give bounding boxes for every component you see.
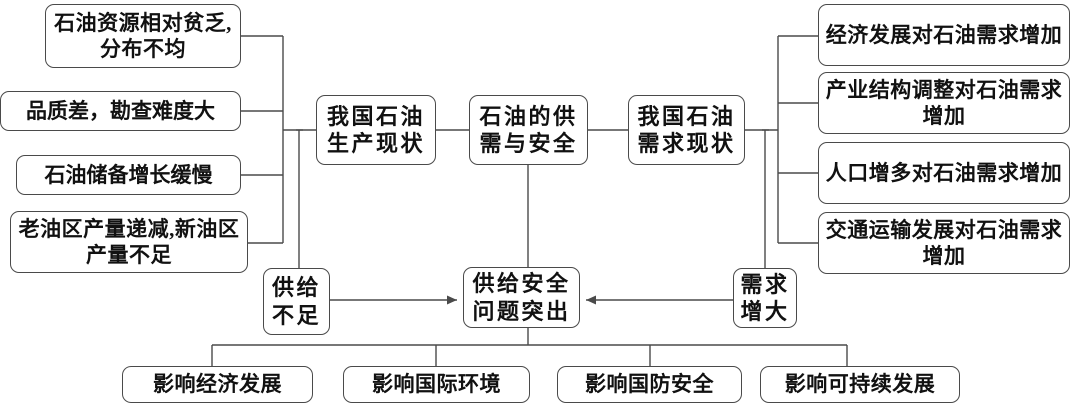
impact-4-box[interactable]: 影响可持续发展 [760, 366, 960, 403]
impact-1-label: 影响经济发展 [153, 372, 282, 397]
demand-status-box[interactable]: 我国石油需求现状 [628, 95, 745, 165]
supply-cause-3-label: 石油储备增长缓慢 [44, 162, 213, 187]
impact-1-box[interactable]: 影响经济发展 [122, 366, 313, 403]
demand-cause-3-box[interactable]: 人口增多对石油需求增加 [818, 142, 1070, 204]
demand-growth-label: 需求增大 [740, 271, 790, 324]
impact-2-box[interactable]: 影响国际环境 [343, 366, 530, 403]
demand-growth-box[interactable]: 需求增大 [733, 268, 797, 328]
supply-cause-4-box[interactable]: 老油区产量递减,新油区产量不足 [10, 211, 248, 273]
supply-cause-3-box[interactable]: 石油储备增长缓慢 [16, 155, 241, 195]
demand-status-label: 我国石油需求现状 [637, 103, 736, 156]
impact-2-label: 影响国际环境 [372, 372, 501, 397]
impact-3-label: 影响国防安全 [585, 372, 714, 397]
core-problem-box[interactable]: 供给安全问题突出 [463, 267, 580, 328]
supply-cause-2-label: 品质差，勘查难度大 [26, 98, 215, 123]
demand-cause-2-label: 产业结构调整对石油需求增加 [825, 77, 1063, 128]
demand-cause-4-label: 交通运输发展对石油需求增加 [825, 217, 1063, 268]
demand-cause-3-label: 人口增多对石油需求增加 [825, 160, 1063, 185]
supply-cause-2-box[interactable]: 品质差，勘查难度大 [0, 91, 241, 131]
production-status-box[interactable]: 我国石油生产现状 [316, 95, 436, 165]
supply-shortage-box[interactable]: 供给不足 [263, 268, 330, 335]
demand-cause-2-box[interactable]: 产业结构调整对石油需求增加 [818, 72, 1070, 134]
supply-cause-4-label: 老油区产量递减,新油区产量不足 [18, 216, 240, 267]
supply-cause-1-box[interactable]: 石油资源相对贫乏,分布不均 [45, 4, 241, 68]
demand-cause-1-label: 经济发展对石油需求增加 [825, 22, 1063, 47]
demand-cause-4-box[interactable]: 交通运输发展对石油需求增加 [818, 212, 1070, 274]
production-status-label: 我国石油生产现状 [326, 103, 425, 156]
center-topic-box[interactable]: 石油的供需与安全 [469, 95, 588, 165]
impact-4-label: 影响可持续发展 [784, 372, 936, 397]
supply-cause-1-label: 石油资源相对贫乏,分布不均 [54, 10, 232, 61]
demand-cause-1-box[interactable]: 经济发展对石油需求增加 [818, 4, 1070, 66]
supply-shortage-label: 供给不足 [271, 275, 321, 328]
impact-3-box[interactable]: 影响国防安全 [557, 366, 742, 403]
core-problem-label: 供给安全问题突出 [472, 271, 571, 324]
center-topic-label: 石油的供需与安全 [479, 103, 578, 156]
